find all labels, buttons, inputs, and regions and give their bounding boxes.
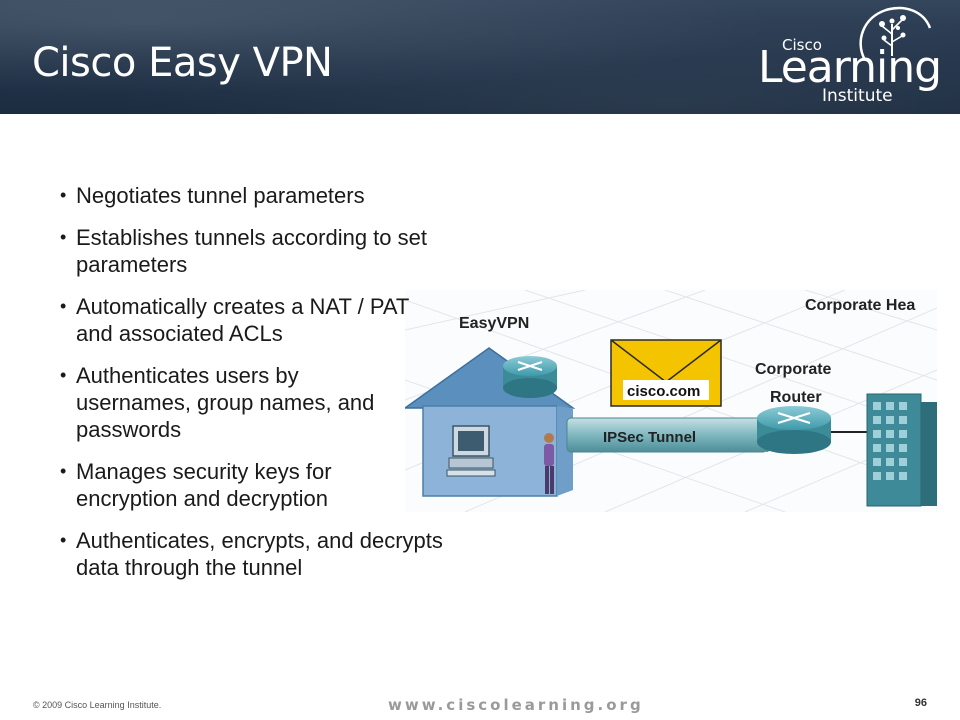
person-icon [544, 433, 554, 494]
bullet-item: Automatically creates a NAT / PAT and as… [60, 293, 436, 347]
corporate-router-icon [757, 406, 831, 454]
tree-icon [859, 6, 932, 59]
title-banner: Cisco Easy VPN Cisco Learning Institute [0, 0, 960, 114]
bullet-item: Manages security keys for encryption and… [60, 458, 396, 512]
easyvpn-label: EasyVPN [459, 315, 529, 332]
envelope-label: cisco.com [627, 383, 700, 400]
feature-bullet-list: Negotiates tunnel parameters Establishes… [60, 182, 480, 596]
slide-title: Cisco Easy VPN [32, 40, 333, 86]
corporate-hq-label: Corporate Hea [805, 297, 915, 314]
page-number: 96 [914, 697, 927, 709]
pc-icon [446, 425, 496, 477]
easyvpn-router-icon [503, 356, 557, 398]
bullet-item: Authenticates, encrypts, and decrypts da… [60, 527, 480, 581]
bullet-item: Negotiates tunnel parameters [60, 182, 480, 209]
bullet-item: Establishes tunnels according to set par… [60, 224, 480, 278]
corporate-router-label-line2: Router [770, 389, 822, 406]
cisco-learning-institute-logo: Cisco Learning Institute [756, 2, 946, 112]
footer-url: www.ciscolearning.org [388, 696, 644, 714]
logo-cisco-text: Cisco [782, 36, 822, 54]
corporate-building-icon [866, 393, 937, 507]
bullet-item: Authenticates users by usernames, group … [60, 362, 396, 443]
easy-vpn-network-diagram: Corporate Hea EasyVPN Corporate Router I… [405, 290, 937, 512]
envelope-icon [610, 339, 722, 407]
footer-copyright: © 2009 Cisco Learning Institute. [33, 700, 162, 710]
banner-sheen [0, 0, 960, 114]
logo-institute-text: Institute [822, 86, 893, 106]
corporate-router-label-line1: Corporate [755, 361, 832, 378]
logo-learning-text: Learning [758, 42, 942, 93]
ipsec-tunnel-label: IPSec Tunnel [603, 429, 696, 446]
